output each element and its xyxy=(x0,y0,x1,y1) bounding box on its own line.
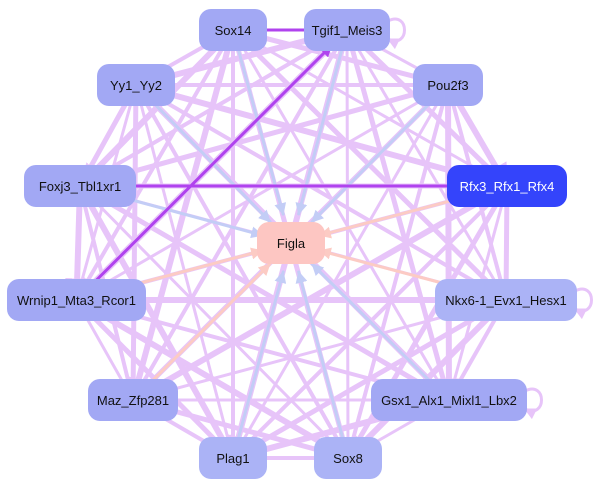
node-label-yy1-yy2: Yy1_Yy2 xyxy=(109,77,163,93)
self-loop-tgif1 xyxy=(386,17,406,50)
node-plag1[interactable]: Plag1 xyxy=(199,437,267,479)
node-label-wrnip1-mta3-rcor1: Wrnip1_Mta3_Rcor1 xyxy=(17,292,136,308)
node-label-pou2f3: Pou2f3 xyxy=(427,77,469,93)
node-pou2f3[interactable]: Pou2f3 xyxy=(413,64,483,106)
edge-tgif1-sox8 xyxy=(341,28,354,460)
node-nkx6-1-evx1-hesx1[interactable]: Nkx6-1_Evx1_Hesx1 xyxy=(435,279,577,321)
node-label-plag1: Plag1 xyxy=(216,450,250,466)
node-wrnip1-mta3-rcor1[interactable]: Wrnip1_Mta3_Rcor1 xyxy=(7,279,146,321)
edge-nkx6-plag1 xyxy=(230,297,509,461)
node-gsx1-alx1-mixl1-lbx2[interactable]: Gsx1_Alx1_Mixl1_Lbx2 xyxy=(371,379,527,421)
node-label-rfx3-rfx1-rfx4: Rfx3_Rfx1_Rfx4 xyxy=(459,178,555,194)
edge-foxj3-gsx1 xyxy=(77,183,452,403)
node-label-tgif1-meis3: Tgif1_Meis3 xyxy=(311,22,383,38)
node-tgif1-meis3[interactable]: Tgif1_Meis3 xyxy=(304,9,390,51)
node-label-sox14: Sox14 xyxy=(214,22,252,38)
edge-blue-sox14-figla xyxy=(231,28,287,216)
node-figla[interactable]: Figla xyxy=(257,222,325,264)
node-label-maz-zfp281: Maz_Zfp281 xyxy=(96,392,170,408)
node-sox8[interactable]: Sox8 xyxy=(314,437,382,479)
node-foxj3-tbl1xr1[interactable]: Foxj3_Tbl1xr1 xyxy=(24,165,136,207)
edge-pou2f3-plag1 xyxy=(231,83,450,460)
self-loop-gsx1 xyxy=(523,387,543,420)
node-sox14[interactable]: Sox14 xyxy=(199,9,267,51)
node-label-nkx6-1-evx1-hesx1: Nkx6-1_Evx1_Hesx1 xyxy=(445,292,567,308)
edge-sox14-gsx1 xyxy=(231,28,451,402)
node-rfx3-rfx1-rfx4[interactable]: Rfx3_Rfx1_Rfx4 xyxy=(447,165,567,207)
edge-salmon-maz-figla xyxy=(131,262,272,402)
node-yy1-yy2[interactable]: Yy1_Yy2 xyxy=(97,64,175,106)
edge-purple-wrnip1-tgif1 xyxy=(75,44,333,302)
edge-pou2f3-foxj3 xyxy=(77,82,451,191)
edge-yy1-nkx6 xyxy=(134,83,508,302)
edge-blue-gsx1-figla xyxy=(310,262,451,402)
node-label-figla: Figla xyxy=(276,235,306,251)
edge-pou2f3-wrnip1 xyxy=(75,83,450,302)
node-label-gsx1-alx1-mixl1-lbx2: Gsx1_Alx1_Mixl1_Lbx2 xyxy=(381,392,517,408)
edge-yy1-sox8 xyxy=(134,83,350,460)
self-loop-nkx6 xyxy=(573,287,593,320)
edge-blue-sox8-figla xyxy=(295,270,350,460)
edge-blue-pou2f3-figla xyxy=(310,83,450,224)
edge-rfx3-maz xyxy=(130,183,510,403)
node-label-foxj3-tbl1xr1: Foxj3_Tbl1xr1 xyxy=(38,178,122,194)
edge-blue-tgif1-figla xyxy=(295,28,349,216)
edge-blue-yy1-figla xyxy=(134,83,272,224)
node-maz-zfp281[interactable]: Maz_Zfp281 xyxy=(88,379,178,421)
edge-yy1-rfx3 xyxy=(133,82,510,192)
edge-blue-plag1-figla xyxy=(231,270,287,460)
node-label-sox8: Sox8 xyxy=(333,450,363,466)
edge-foxj3-sox8 xyxy=(78,184,350,460)
